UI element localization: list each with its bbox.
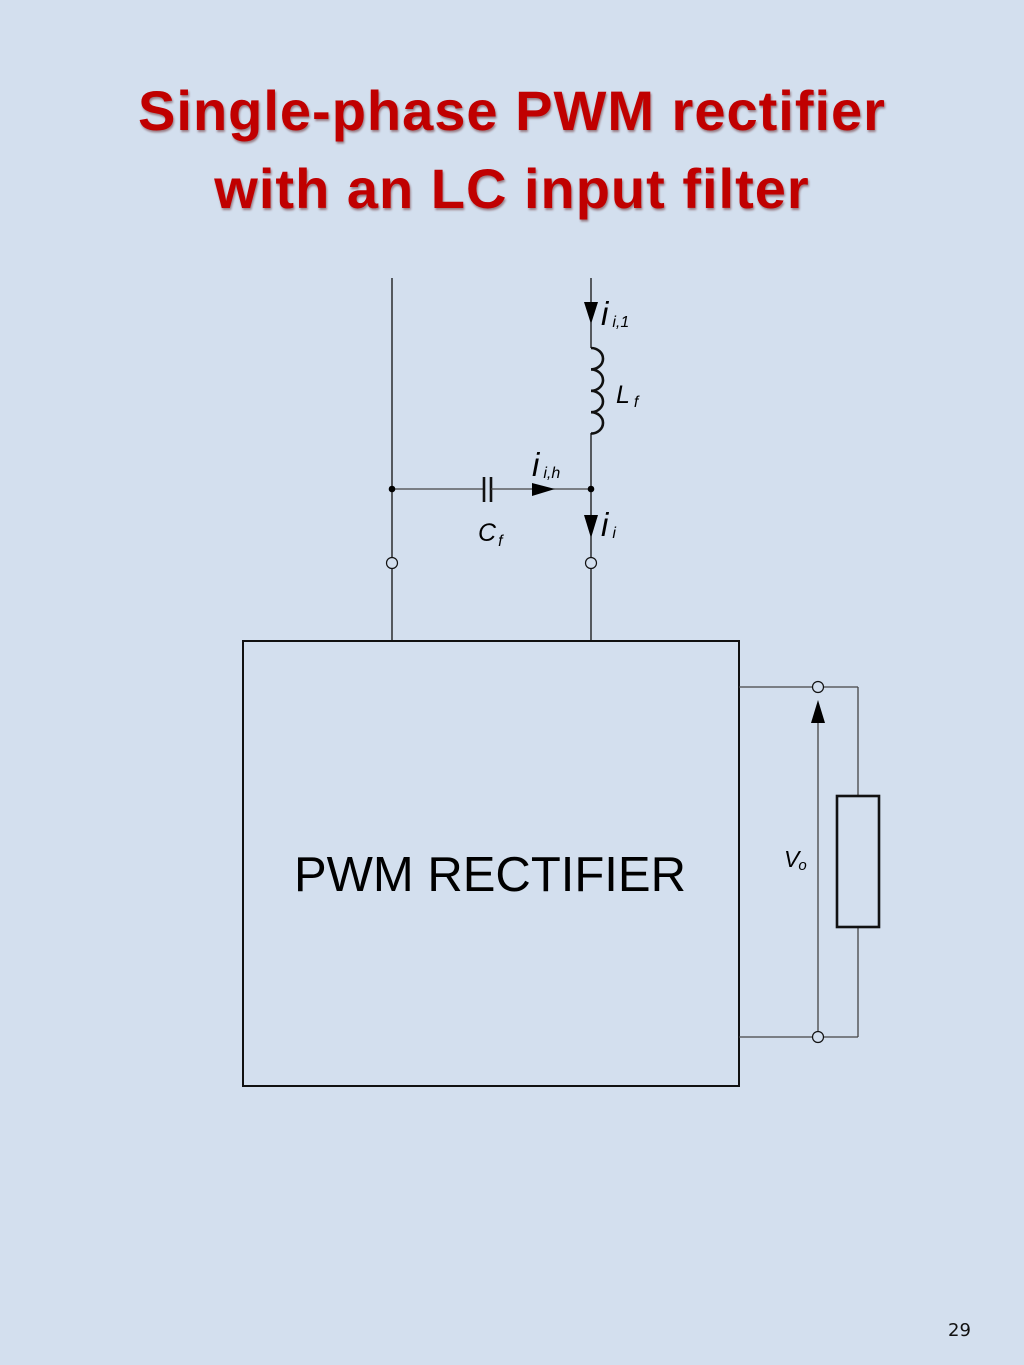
inductor-icon bbox=[590, 346, 605, 435]
pwm-rectifier-block bbox=[242, 640, 740, 1087]
junction-dot-left bbox=[388, 485, 396, 493]
page-number: 29 bbox=[948, 1320, 971, 1341]
pwm-rectifier-label: PWM RECTIFIER bbox=[294, 848, 686, 902]
title-line-1: Single-phase PWM rectifier bbox=[138, 79, 886, 142]
input-terminal-left bbox=[385, 556, 399, 570]
junction-dot-right bbox=[587, 485, 595, 493]
current-arrow-ii1 bbox=[584, 302, 598, 324]
output-terminal-bottom bbox=[811, 1030, 825, 1044]
label-vo: Vo bbox=[784, 846, 807, 874]
current-arrow-ii bbox=[584, 515, 598, 538]
input-terminal-right bbox=[584, 556, 598, 570]
voltage-arrow-head bbox=[811, 700, 825, 723]
load-resistor-icon bbox=[835, 794, 881, 929]
output-terminal-top bbox=[811, 680, 825, 694]
slide-title: Single-phase PWM rectifier with an LC in… bbox=[0, 72, 1024, 228]
title-line-2: with an LC input filter bbox=[214, 157, 810, 220]
current-arrow-iih bbox=[532, 483, 555, 496]
